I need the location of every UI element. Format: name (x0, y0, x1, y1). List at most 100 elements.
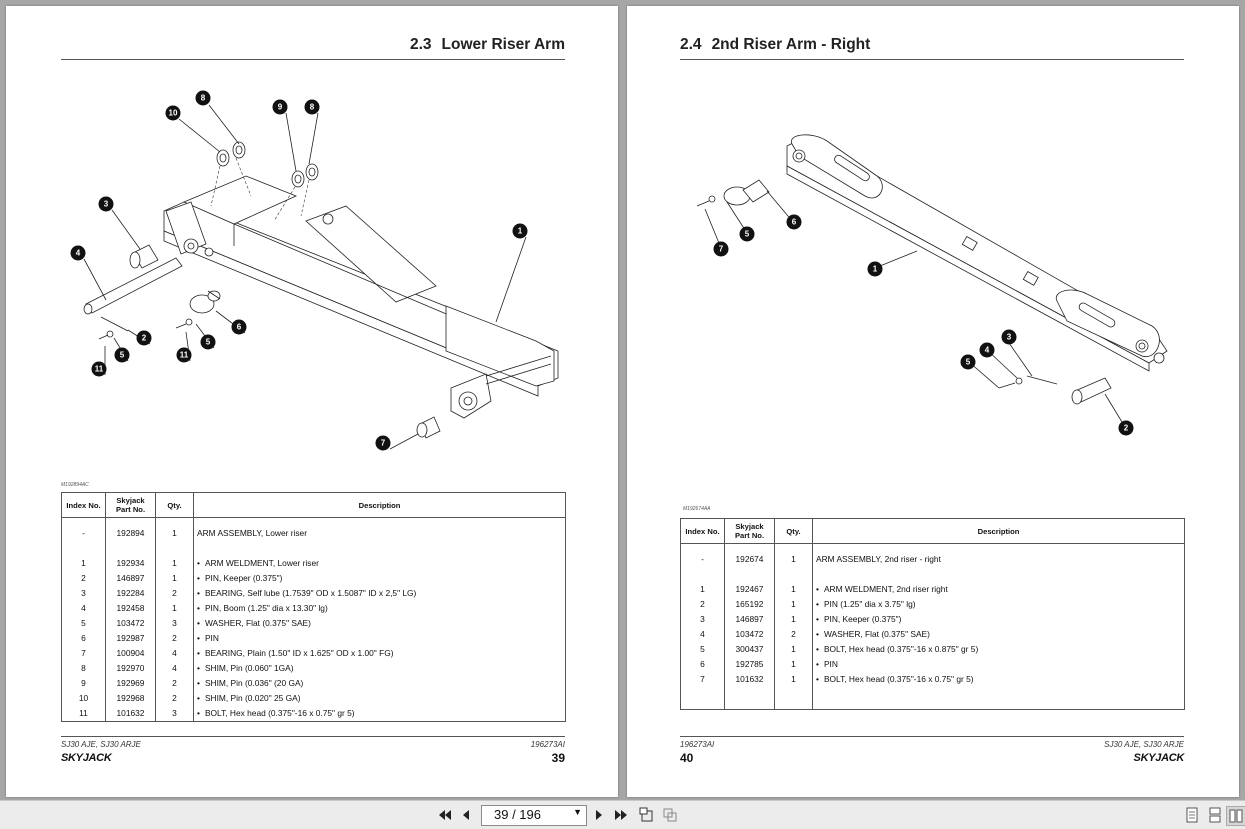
footer-rule (680, 736, 1184, 737)
callout-7: 7 (375, 435, 391, 451)
page-number: 40 (680, 751, 694, 765)
callout-4: 4 (979, 342, 995, 358)
svg-text:11: 11 (95, 365, 104, 374)
table-row: 101929682SHIM, Pin (0.020" 25 GA) (61, 691, 566, 706)
table-row: 61927851PIN (680, 657, 1185, 672)
col-qty: Qty. (155, 492, 194, 518)
footer-model: SJ30 AJE, SJ30 ARJE (61, 740, 141, 749)
svg-text:5: 5 (120, 351, 125, 360)
fit-icon[interactable] (661, 806, 679, 824)
table-row-assembly: - 192674 1 ARM ASSEMBLY, 2nd riser - rig… (680, 543, 1185, 567)
table-header: Index No. Skyjack Part No. Qty. Descript… (680, 518, 1185, 544)
svg-text:5: 5 (745, 230, 750, 239)
svg-text:1: 1 (873, 265, 878, 274)
table-spacer (680, 567, 1185, 582)
svg-text:11: 11 (180, 351, 189, 360)
svg-text:3: 3 (1007, 333, 1012, 342)
svg-text:10: 10 (169, 109, 178, 118)
callout-9: 9 (272, 99, 288, 115)
table-row: 71009044BEARING, Plain (1.50" ID x 1.625… (61, 646, 566, 661)
prev-page-icon[interactable] (457, 806, 475, 824)
callout-5-b: 5 (200, 334, 216, 350)
flange-pin (696, 179, 770, 207)
col-desc: Description (193, 492, 566, 518)
table-row: 61929872PIN (61, 631, 566, 646)
skyjack-logo: SKYJACK (61, 752, 112, 764)
callout-11-a: 11 (91, 361, 107, 377)
callout-3: 3 (98, 196, 114, 212)
table-row: 81929704SHIM, Pin (0.060" 1GA) (61, 661, 566, 676)
callout-6: 6 (231, 319, 247, 335)
table-row: 11924671ARM WELDMENT, 2nd riser right (680, 582, 1185, 597)
footer-model: SJ30 AJE, SJ30 ARJE (1104, 740, 1184, 749)
callout-5-a: 5 (739, 226, 755, 242)
parts-table: Index No. Skyjack Part No. Qty. Descript… (61, 492, 566, 722)
arm-weldment (786, 134, 1168, 372)
svg-text:6: 6 (237, 323, 242, 332)
flange-pin (175, 290, 221, 329)
callout-1: 1 (867, 261, 883, 277)
next-page-icon[interactable] (590, 806, 608, 824)
continuous-icon[interactable] (1206, 806, 1224, 824)
svg-text:8: 8 (201, 94, 206, 103)
svg-text:8: 8 (310, 103, 315, 112)
table-row: 91929692SHIM, Pin (0.036" (20 GA) (61, 676, 566, 691)
table-spacer (61, 541, 566, 556)
last-page-icon[interactable] (612, 806, 630, 824)
first-page-icon[interactable] (436, 806, 454, 824)
footer-doc-number: 196273AI (530, 740, 565, 749)
table-row: 41924581PIN, Boom (1.25" dia x 13.30" lg… (61, 601, 566, 616)
callout-8-a: 8 (195, 90, 211, 106)
callout-10: 10 (165, 105, 181, 121)
pin-and-keeper (998, 375, 1112, 405)
table-row: 31922842BEARING, Self lube (1.7539" OD x… (61, 586, 566, 601)
table-header: Index No. Skyjack Part No. Qty. Descript… (61, 492, 566, 518)
page-indicator: 39 / 196 (494, 807, 541, 822)
table-row: 31468971PIN, Keeper (0.375") (680, 612, 1185, 627)
header-rule (680, 59, 1184, 60)
callout-2: 2 (136, 330, 152, 346)
table-row: 71016321BOLT, Hex head (0.375"-16 x 0.75… (680, 672, 1185, 687)
header-rule (61, 59, 565, 60)
table-row: 53004371BOLT, Hex head (0.375"-16 x 0.87… (680, 642, 1185, 657)
figure-code: M192894AC (61, 482, 89, 488)
svg-text:1: 1 (518, 227, 523, 236)
viewer-toolbar: 39 / 196 ▼ (0, 800, 1245, 829)
arm-weldment (163, 175, 559, 419)
svg-text:7: 7 (719, 245, 724, 254)
callout-3: 3 (1001, 329, 1017, 345)
page-number: 39 (551, 751, 565, 765)
callout-7: 7 (713, 241, 729, 257)
chevron-down-icon: ▼ (573, 807, 582, 817)
svg-text:7: 7 (381, 439, 386, 448)
svg-text:2: 2 (1124, 424, 1129, 433)
callout-6: 6 (786, 214, 802, 230)
parts-table: Index No. Skyjack Part No. Qty. Descript… (680, 518, 1185, 710)
rotate-icon[interactable] (638, 806, 656, 824)
svg-text:3: 3 (104, 200, 109, 209)
callout-11-b: 11 (176, 347, 192, 363)
table-row: 21468971PIN, Keeper (0.375") (61, 571, 566, 586)
col-part: Skyjack Part No. (105, 492, 156, 518)
svg-text:5: 5 (206, 338, 211, 347)
page-number-select[interactable]: 39 / 196 ▼ (481, 805, 587, 826)
two-page-icon[interactable] (1226, 806, 1245, 826)
plain-bearing (416, 416, 441, 439)
col-desc: Description (812, 518, 1185, 544)
figure-code: M192674AA (683, 506, 711, 512)
table-row-assembly: - 192894 1 ARM ASSEMBLY, Lower riser (61, 517, 566, 541)
col-part: Skyjack Part No. (724, 518, 775, 544)
footer-doc-number: 196273AI (680, 740, 715, 749)
callout-4: 4 (70, 245, 86, 261)
table-spacer (680, 687, 1185, 710)
bearing-and-pin (83, 244, 183, 340)
table-row: 51034723WASHER, Flat (0.375" SAE) (61, 616, 566, 631)
2nd-riser-arm-diagram: 6 5 7 1 3 4 5 2 (696, 134, 1168, 436)
col-index: Index No. (61, 492, 106, 518)
callout-2: 2 (1118, 420, 1134, 436)
single-page-icon[interactable] (1183, 806, 1201, 824)
